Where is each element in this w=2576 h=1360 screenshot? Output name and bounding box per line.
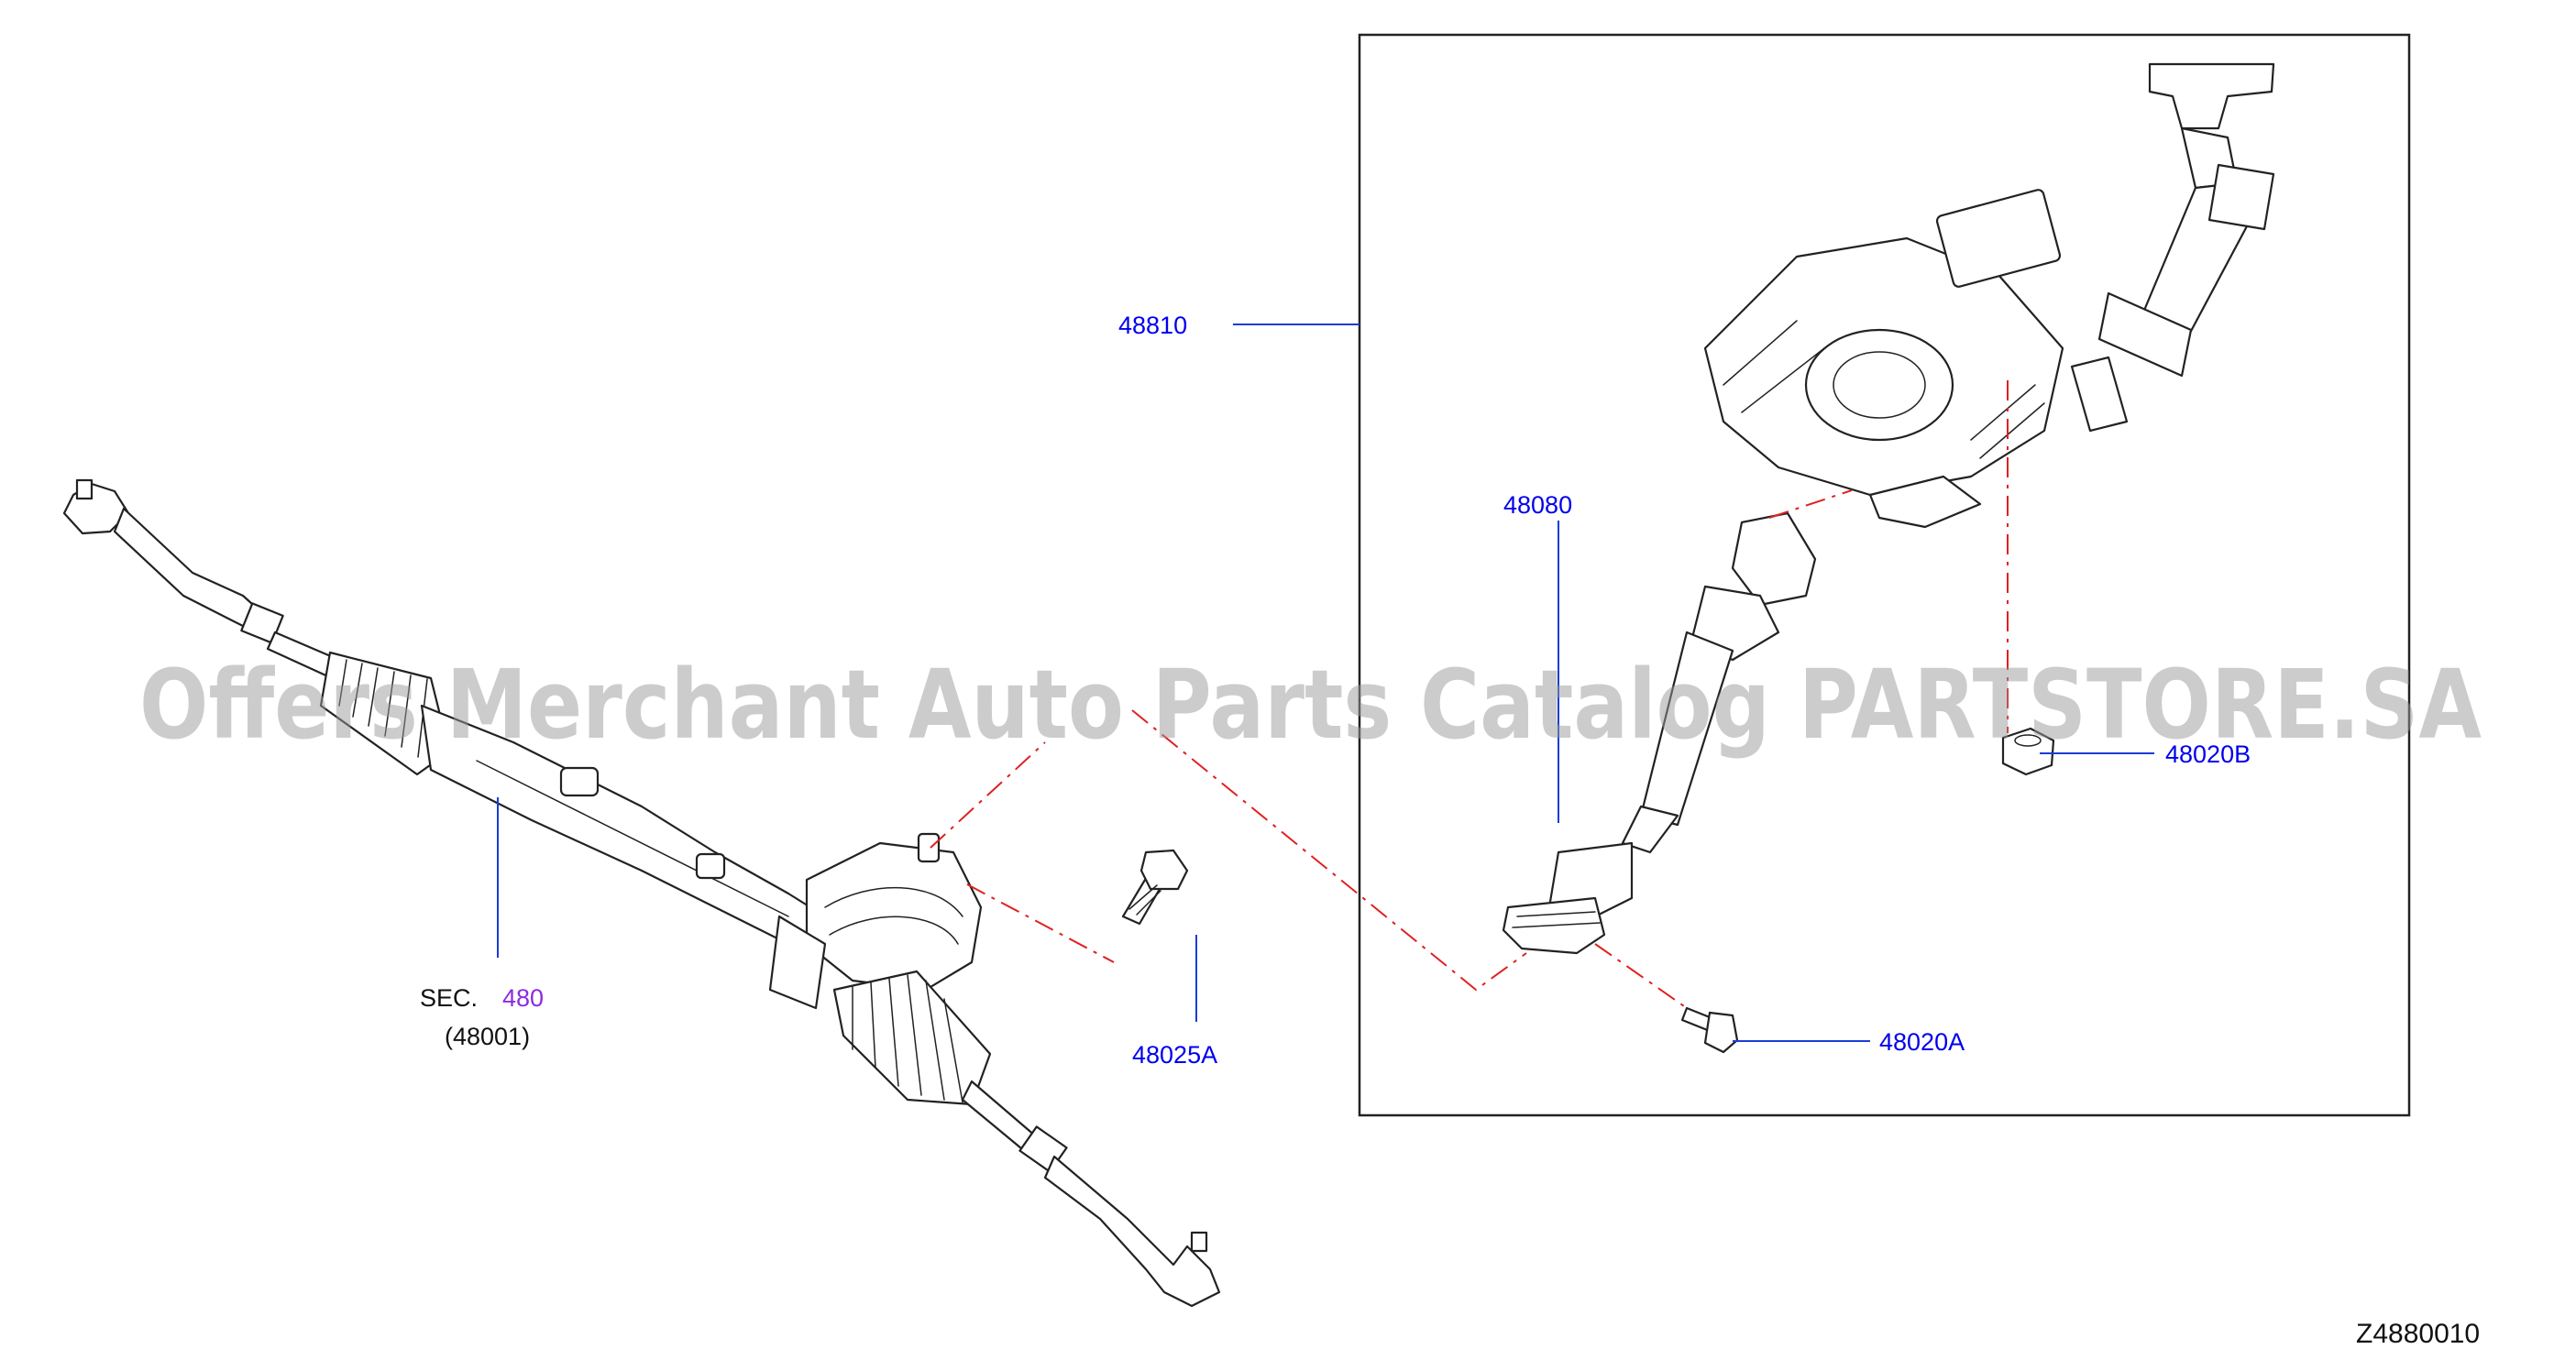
bolt-48025a-drawing (1121, 849, 1189, 926)
steering-column-drawing (1502, 62, 2275, 955)
leader-lines (497, 324, 2154, 1042)
steering-rack-drawing (62, 478, 1221, 1308)
bolt-48020a-drawing (1680, 1006, 1739, 1054)
column-inset-frame (1358, 33, 2411, 1117)
watermark-text: Offers Merchant Auto Parts Catalog PARTS… (139, 649, 2482, 761)
callout-48080[interactable]: 48080 (1503, 491, 1572, 519)
callout-48020a[interactable]: 48020A (1879, 1028, 1965, 1056)
callout-48810[interactable]: 48810 (1118, 312, 1187, 339)
nut-48020b-drawing (2001, 727, 2055, 776)
section-part-number: (48001) (445, 1023, 530, 1050)
section-ref-link[interactable]: 480 (502, 984, 544, 1012)
section-ref-label: SEC. (420, 984, 478, 1012)
callout-48025a[interactable]: 48025A (1132, 1041, 1217, 1069)
installation-dash-lines (930, 380, 2009, 1009)
callout-48020b[interactable]: 48020B (2165, 740, 2251, 768)
diagram-code: Z4880010 (2356, 1319, 2480, 1349)
